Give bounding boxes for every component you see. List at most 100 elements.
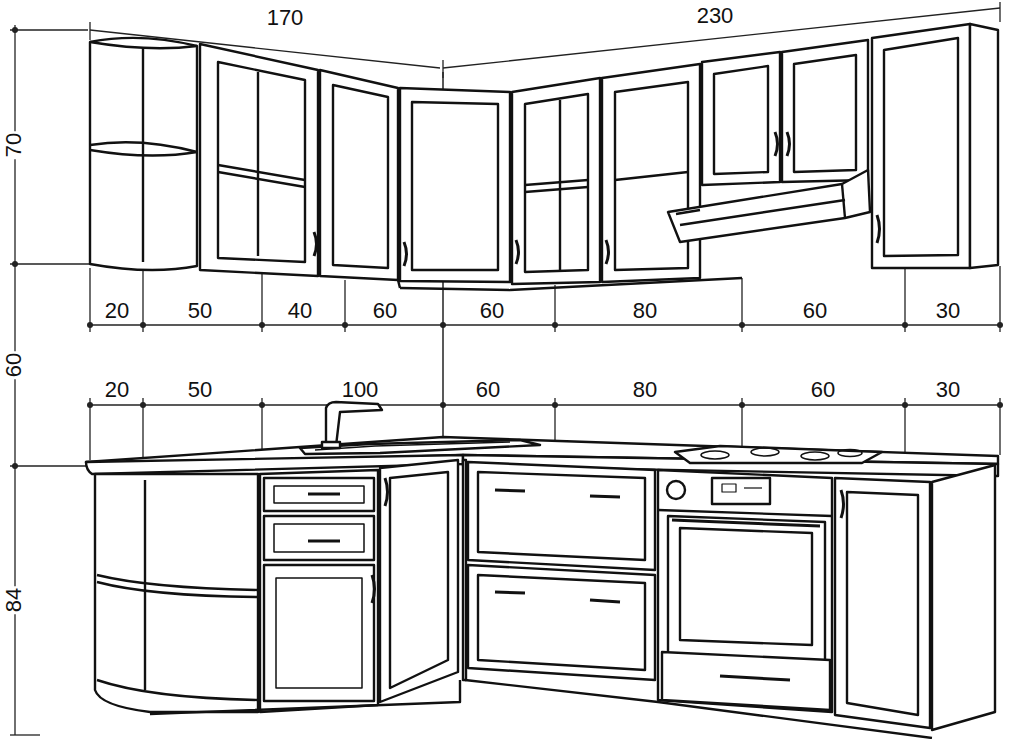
upper-cabinets-part xyxy=(404,242,407,266)
dimension-dots-part xyxy=(12,27,18,33)
dimension-label: 230 xyxy=(695,5,736,27)
dimension-label: 30 xyxy=(934,379,962,401)
upper-cabinets-part xyxy=(775,132,778,156)
base-cabinets-part xyxy=(658,510,832,516)
countertop-part xyxy=(300,440,540,454)
dimension-label: 60 xyxy=(478,300,506,322)
base-cabinets-part xyxy=(468,462,655,570)
dimension-dots-part xyxy=(997,322,1003,328)
upper-cabinets-part xyxy=(714,66,768,174)
dimension-label: 40 xyxy=(286,300,314,322)
dimension-dots-part xyxy=(997,402,1003,408)
base-cabinets-part xyxy=(372,575,375,603)
upper-cabinets-part xyxy=(412,102,498,270)
dimension-label: 60 xyxy=(3,351,25,379)
base-cabinets-part xyxy=(97,680,258,700)
dimension-lines-part xyxy=(90,404,1000,405)
dimension-dots-part xyxy=(739,402,745,408)
upper-cabinets-part xyxy=(787,132,790,156)
dimension-label: 70 xyxy=(3,131,25,159)
dimension-lines-part xyxy=(999,2,1000,22)
base-cabinets-part xyxy=(308,540,340,543)
upper-cabinets-part xyxy=(884,38,958,256)
upper-cabinets-part xyxy=(525,94,588,272)
upper-cabinets-part xyxy=(90,42,197,48)
upper-cabinets-part xyxy=(333,85,388,268)
dimension-dots-part xyxy=(739,322,745,328)
upper-cabinets-part xyxy=(257,72,259,256)
dimension-lines-part xyxy=(10,734,40,735)
base-cabinets-part xyxy=(97,582,258,597)
upper-cabinets-part xyxy=(872,24,970,268)
dimension-label: 60 xyxy=(371,300,399,322)
base-cabinets-part xyxy=(667,481,685,499)
base-cabinets-part xyxy=(722,484,736,492)
dimension-label: 50 xyxy=(186,300,214,322)
countertop-part xyxy=(838,450,862,457)
dimension-lines-part xyxy=(10,263,90,264)
dimension-dots-part xyxy=(87,402,93,408)
dimension-dots-part xyxy=(552,402,558,408)
dimension-dots-part xyxy=(902,402,908,408)
upper-cabinets-part xyxy=(512,78,600,284)
upper-cabinets xyxy=(90,24,998,290)
base-cabinets-part xyxy=(847,492,918,715)
upper-cabinets-part xyxy=(398,280,400,288)
upper-cabinets-part xyxy=(676,210,700,214)
dimension-label: 50 xyxy=(186,379,214,401)
countertop-part xyxy=(326,402,382,446)
dimension-label: 30 xyxy=(934,300,962,322)
base-cabinets-part xyxy=(668,516,825,668)
dimension-label: 80 xyxy=(631,300,659,322)
base-cabinets-part xyxy=(478,472,645,560)
base-cabinets-part xyxy=(658,470,832,712)
dimension-label: 80 xyxy=(631,379,659,401)
base-cabinets-part xyxy=(841,490,844,518)
upper-cabinets-part xyxy=(794,55,856,172)
dimension-lines-part xyxy=(89,22,90,40)
base-cabinets-part xyxy=(835,478,930,728)
base-cabinets-part xyxy=(744,487,762,488)
upper-cabinets-part xyxy=(702,52,780,185)
base-cabinets-part xyxy=(276,578,362,688)
upper-cabinets-part xyxy=(142,48,144,262)
base-cabinets-part xyxy=(95,474,258,712)
dimension-dots-part xyxy=(259,402,265,408)
countertop-part xyxy=(315,442,510,450)
dimension-dots-part xyxy=(87,322,93,328)
dimension-dots xyxy=(12,27,1003,469)
base-cabinets-part xyxy=(264,478,374,511)
dimension-lines-part xyxy=(90,324,1000,325)
base-cabinets-part xyxy=(495,490,525,491)
base-cabinets-part xyxy=(495,592,525,593)
upper-cabinets-part xyxy=(400,88,510,282)
base-cabinets-part xyxy=(590,496,620,497)
base-cabinets-part xyxy=(264,565,374,701)
countertop-part xyxy=(675,446,882,463)
base-cabinets-part xyxy=(712,478,770,504)
countertop-part xyxy=(801,452,829,460)
dimension-label: 100 xyxy=(340,379,381,401)
upper-cabinets-part xyxy=(314,232,317,256)
base-cabinets-part xyxy=(680,528,812,645)
base-cabinets-part xyxy=(463,460,466,680)
upper-cabinets-part xyxy=(90,38,197,270)
upper-cabinets-part xyxy=(877,215,880,243)
dimension-dots-part xyxy=(902,322,908,328)
base-cabinets-part xyxy=(144,480,146,690)
base-cabinets xyxy=(95,460,995,738)
upper-cabinets-part xyxy=(525,187,588,192)
dimension-label: 84 xyxy=(3,586,25,614)
base-cabinets-part xyxy=(465,680,932,738)
dimension-lines-part xyxy=(10,465,88,466)
base-cabinets-part xyxy=(150,680,460,714)
upper-cabinets-part xyxy=(400,288,510,290)
dimension-dots-part xyxy=(259,322,265,328)
base-cabinets-part xyxy=(590,600,620,602)
base-cabinets-part xyxy=(468,565,655,680)
base-cabinets-part xyxy=(274,524,364,552)
dimension-dots-part xyxy=(12,463,18,469)
dimension-lines-part xyxy=(10,29,88,30)
upper-cabinets-part xyxy=(970,24,998,268)
